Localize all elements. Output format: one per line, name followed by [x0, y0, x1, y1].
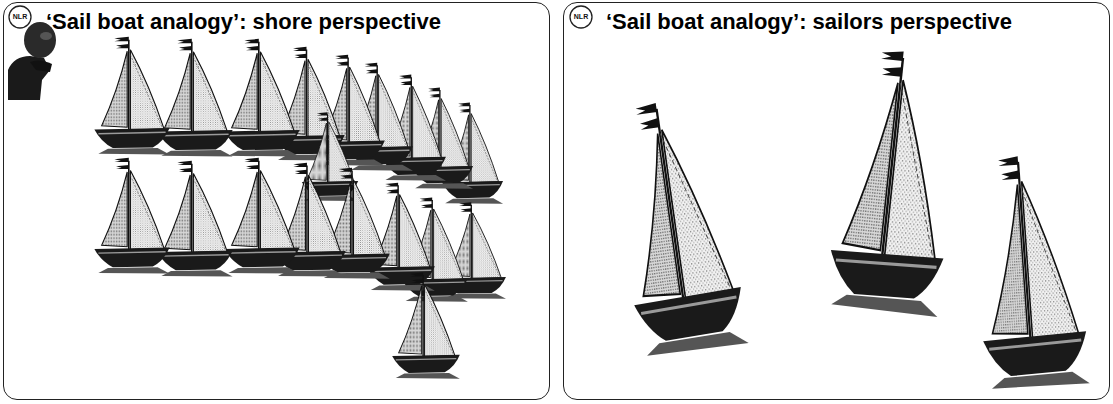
boat-fleet	[94, 37, 506, 379]
logo-ring	[9, 6, 31, 28]
sailboat	[224, 158, 299, 274]
logo-text: NLR	[8, 12, 32, 22]
logo-text: NLR	[569, 12, 593, 22]
sailboat	[224, 39, 299, 157]
sailboat	[607, 95, 749, 358]
panel-title: ‘Sail boat analogy’: sailors perspective	[606, 9, 1012, 35]
sailboat	[970, 152, 1089, 390]
sailboat	[157, 161, 232, 277]
sailboat	[825, 46, 964, 317]
boat-trio	[607, 46, 1090, 390]
sailboat	[94, 158, 169, 274]
logo-ring	[570, 6, 592, 28]
panel-frame: ‘Sail boat analogy’: sailors perspective	[563, 2, 1110, 400]
panel-frame: ‘Sail boat analogy’: shore perspective	[3, 2, 550, 400]
sailboat	[392, 273, 460, 379]
sailboat	[157, 39, 232, 157]
panel-title: ‘Sail boat analogy’: shore perspective	[46, 9, 441, 35]
sailboat	[94, 37, 169, 155]
